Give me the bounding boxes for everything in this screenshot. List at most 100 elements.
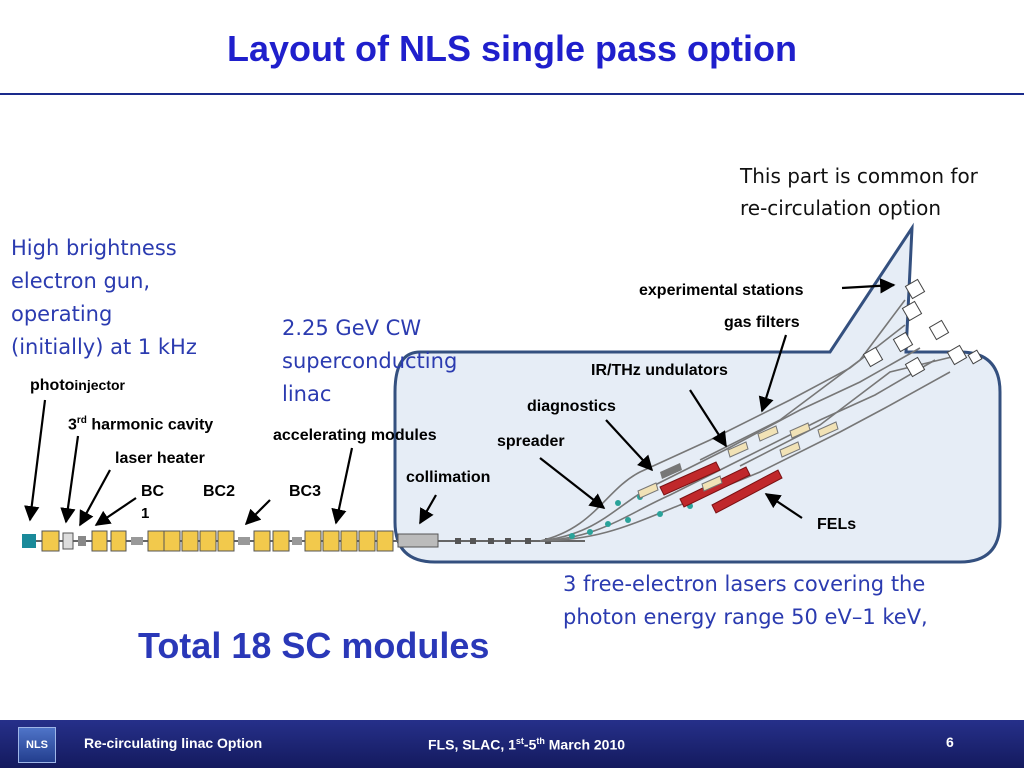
- sc-module: [110, 530, 127, 552]
- label-accelerating-modules: accelerating modules: [273, 427, 437, 444]
- arrow-laser-heater: [79, 469, 111, 527]
- label-fels: FELs: [817, 516, 857, 533]
- arrow-accelerating-modules: [331, 447, 354, 525]
- linac-note: 2.25 GeV CW superconducting linac: [282, 312, 457, 411]
- gun-note-line: operating: [11, 302, 113, 326]
- footer-bar: [0, 720, 1024, 768]
- arrow-spreader: [539, 457, 606, 509]
- bc2-chicane: [238, 537, 250, 545]
- sc-module: [199, 530, 217, 552]
- label-harmonic-cavity: 3rd harmonic cavity: [68, 415, 213, 434]
- linac-note-line: superconducting: [282, 349, 458, 373]
- harmonic-cavity: [62, 532, 74, 550]
- experimental-station: [862, 346, 884, 368]
- arrow-diagnostics: [605, 419, 654, 472]
- arrow-fels: [764, 493, 803, 519]
- sc-module: [163, 530, 181, 552]
- label-gas-filters: gas filters: [724, 314, 800, 331]
- label-harmonic-a: 3: [68, 416, 77, 434]
- sc-module: [147, 530, 165, 552]
- label-bc2: BC2: [203, 483, 236, 500]
- gun-note: High brightness electron gun, operating …: [11, 232, 197, 364]
- bc1-chicane: [131, 537, 143, 545]
- label-bc3: BC3: [289, 483, 322, 500]
- injector-module: [41, 530, 60, 552]
- experimental-station: [901, 300, 923, 322]
- arrow-bc1: [94, 497, 137, 526]
- footer-center-a: FLS, SLAC, 1: [428, 736, 516, 753]
- linac-note-line: 2.25 GeV CW: [282, 316, 422, 340]
- footer-left-text: Re-circulating linac Option: [84, 735, 263, 751]
- arrow-collimation: [419, 494, 437, 525]
- gun-note-line: electron gun,: [11, 269, 151, 293]
- fel-note: 3 free-electron lasers covering the phot…: [563, 568, 928, 634]
- footer-center-c: March 2010: [544, 736, 626, 753]
- arrow-bc2: [244, 499, 271, 526]
- experimental-station: [904, 278, 926, 300]
- footer-center-sup1: st: [515, 736, 524, 746]
- fel-undulators: [659, 461, 783, 514]
- ir-thz-undulators: [637, 421, 839, 499]
- label-ir-thz-undulators: IR/THz undulators: [591, 362, 728, 379]
- label-bc1: BC: [141, 483, 165, 500]
- footer-center-sup2: th: [536, 736, 545, 746]
- experimental-station-boxes: [862, 278, 983, 378]
- common-note-line: This part is common for: [740, 164, 978, 188]
- common-part-callout: [393, 222, 1002, 564]
- collimator: [397, 533, 439, 548]
- sc-module: [322, 530, 340, 552]
- label-photoinjector-a: photo: [30, 377, 75, 394]
- slide-title: Layout of NLS single pass option: [226, 28, 798, 69]
- callout-arrows: [24, 278, 896, 527]
- experimental-station: [967, 349, 983, 365]
- gun-note-line: (initially) at 1 kHz: [11, 335, 197, 359]
- fel-note-line: photon energy range 50 eV–1 keV,: [563, 605, 928, 629]
- laser-heater-element: [78, 536, 86, 546]
- fel-undulator-1: [659, 461, 721, 496]
- sc-modules-group-2: [147, 530, 235, 552]
- common-part-note: This part is common for re-circulation o…: [740, 160, 978, 224]
- experimental-station: [946, 344, 968, 366]
- sc-module: [358, 530, 376, 552]
- arrow-ir-thz: [689, 389, 727, 448]
- label-harmonic-sup: rd: [76, 415, 87, 426]
- experimental-station: [928, 319, 950, 341]
- sc-module: [181, 530, 199, 552]
- arrow-gas-filters: [758, 334, 788, 413]
- fel-undulator-3: [711, 469, 783, 514]
- electron-gun: [22, 534, 36, 548]
- page-number: 6: [946, 734, 954, 750]
- common-note-line: re-circulation option: [740, 196, 942, 220]
- nls-logo: NLS: [18, 727, 56, 763]
- label-experimental-stations: experimental stations: [639, 282, 804, 299]
- sc-module: [304, 530, 322, 552]
- total-modules-heading: Total 18 SC modules: [138, 625, 490, 666]
- sc-modules-group-3: [253, 530, 290, 552]
- label-diagnostics: diagnostics: [527, 398, 616, 415]
- title-divider: [0, 93, 1024, 95]
- fel-beamlines: [539, 299, 961, 542]
- label-harmonic-b: harmonic cavity: [86, 416, 214, 434]
- sc-module: [217, 530, 235, 552]
- label-photoinjector: photoinjector: [30, 377, 125, 395]
- sc-module: [253, 530, 271, 552]
- gun-note-line: High brightness: [11, 236, 177, 260]
- sc-module: [272, 530, 290, 552]
- sc-modules-group-1: [91, 530, 127, 552]
- fel-undulator-2: [679, 466, 751, 508]
- sc-module: [340, 530, 358, 552]
- arrow-experimental-stations: [841, 278, 896, 294]
- fel-note-line: 3 free-electron lasers covering the: [563, 572, 926, 596]
- footer-center-b: -5: [523, 736, 537, 753]
- arrow-harmonic-cavity: [60, 435, 80, 524]
- linac-note-line: linac: [282, 382, 332, 406]
- label-laser-heater: laser heater: [115, 450, 205, 467]
- arrow-photoinjector: [24, 399, 47, 522]
- label-bc1-number: 1: [141, 505, 150, 522]
- experimental-station: [904, 356, 926, 378]
- label-photoinjector-b: injector: [74, 377, 125, 393]
- sc-modules-group-4: [304, 530, 394, 552]
- sc-module: [376, 530, 394, 552]
- bc3-chicane: [292, 537, 302, 545]
